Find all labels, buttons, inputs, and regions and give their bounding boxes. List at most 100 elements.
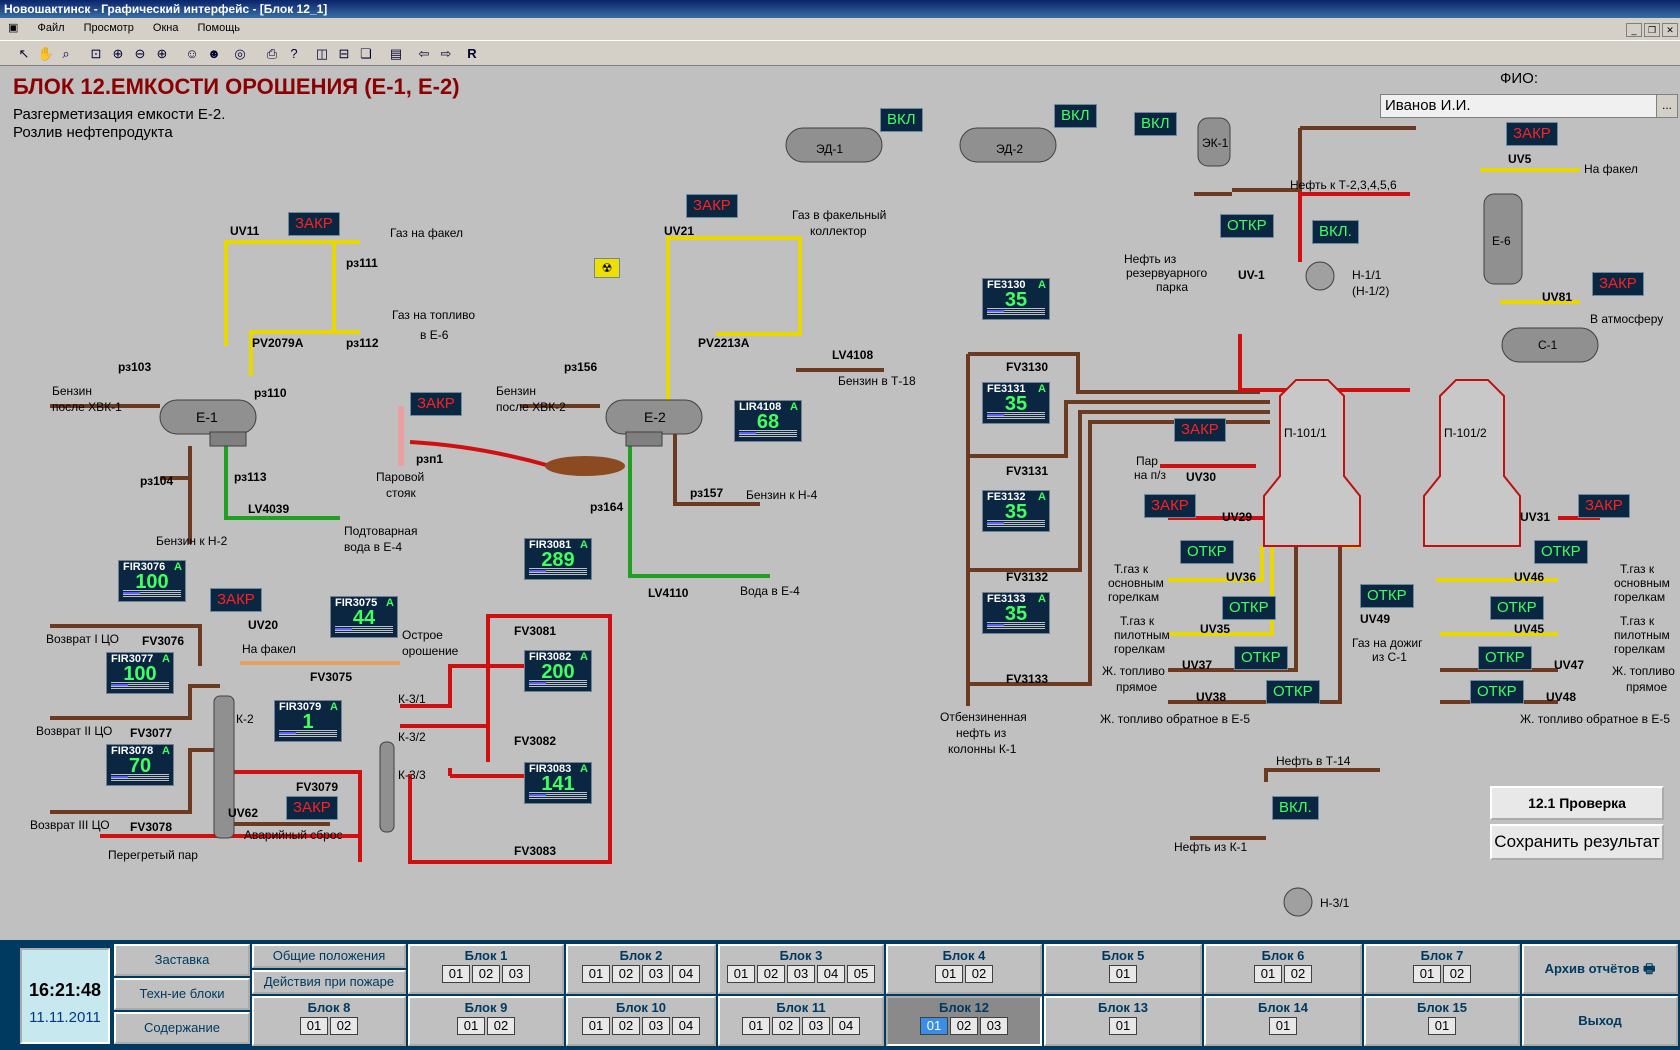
nav-screensaver[interactable]: Заставка xyxy=(114,944,250,976)
zoom-fit-icon[interactable]: ⊕ xyxy=(112,46,124,61)
status-ed1[interactable]: ВКЛ xyxy=(880,108,923,132)
print-icon[interactable]: ⎙ xyxy=(266,46,278,61)
status-uv81[interactable]: ЗАКР xyxy=(1592,272,1644,296)
tag-fv3076[interactable]: FV3076 xyxy=(142,634,185,648)
menu-help[interactable]: Помощь xyxy=(197,22,241,34)
status-uv46[interactable]: ОТКР xyxy=(1534,540,1588,564)
tag-pv2213a[interactable]: PV2213A xyxy=(698,336,750,350)
tag-fv3131[interactable]: FV3131 xyxy=(1006,464,1049,478)
tag-pz113[interactable]: рз113 xyxy=(234,470,267,484)
nav-general[interactable]: Общие положения xyxy=(252,944,406,968)
status-uv35[interactable]: ОТКР xyxy=(1222,596,1276,620)
tag-lv4108[interactable]: LV4108 xyxy=(832,348,874,362)
tag-pz103[interactable]: рз103 xyxy=(118,360,152,374)
tag-fv3130[interactable]: FV3130 xyxy=(1006,360,1049,374)
status-uv49[interactable]: ОТКР xyxy=(1360,584,1414,608)
status-uv21[interactable]: ЗАКР xyxy=(686,194,738,218)
status-uv30[interactable]: ЗАКР xyxy=(1174,418,1226,442)
status-uv36[interactable]: ОТКР xyxy=(1180,540,1234,564)
nav-fire-actions[interactable]: Действия при пожаре xyxy=(252,970,406,994)
tag-uv48[interactable]: UV48 xyxy=(1546,690,1577,704)
zoom-in-icon[interactable]: ⊕ xyxy=(156,46,168,61)
back-icon[interactable]: ⇦ xyxy=(418,46,430,61)
status-uv47[interactable]: ОТКР xyxy=(1478,646,1532,670)
alarm-icon[interactable]: ☢ xyxy=(594,258,620,278)
tag-fv3133[interactable]: FV3133 xyxy=(1006,672,1049,686)
status-uv29[interactable]: ЗАКР xyxy=(1144,494,1196,518)
tag-uv49[interactable]: UV49 xyxy=(1360,612,1391,626)
tag-uv38[interactable]: UV38 xyxy=(1196,690,1227,704)
tag-uv81[interactable]: UV81 xyxy=(1542,290,1573,304)
tag-uv1[interactable]: UV-1 xyxy=(1238,268,1265,282)
status-uv5[interactable]: ЗАКР xyxy=(1506,122,1558,146)
tag-fv3132[interactable]: FV3132 xyxy=(1006,570,1049,584)
tag-fv3079[interactable]: FV3079 xyxy=(296,780,339,794)
tag-uv46[interactable]: UV46 xyxy=(1514,570,1545,584)
status-uv48[interactable]: ОТКР xyxy=(1470,680,1524,704)
tag-fv3075[interactable]: FV3075 xyxy=(310,670,353,684)
user-remove-icon[interactable]: ☻ xyxy=(207,46,221,61)
tag-uv11[interactable]: UV11 xyxy=(230,224,260,238)
status-n31[interactable]: ВКЛ. xyxy=(1272,796,1319,820)
zoom-out-icon[interactable]: ⊖ xyxy=(134,46,146,61)
tag-uv47[interactable]: UV47 xyxy=(1554,658,1585,672)
nav-tech-blocks[interactable]: Техн-ие блоки xyxy=(114,978,250,1010)
tag-uv31[interactable]: UV31 xyxy=(1520,510,1551,524)
app-menu-icon[interactable]: ▣ xyxy=(8,22,19,34)
status-uv45[interactable]: ОТКР xyxy=(1490,596,1544,620)
status-n11[interactable]: ВКЛ. xyxy=(1312,220,1359,244)
tag-pz111[interactable]: рз111 xyxy=(346,256,378,270)
status-uv37[interactable]: ОТКР xyxy=(1234,646,1288,670)
tag-uv20[interactable]: UV20 xyxy=(248,618,279,632)
tag-uv21[interactable]: UV21 xyxy=(664,224,695,238)
tag-lv4039[interactable]: LV4039 xyxy=(248,502,290,516)
tag-uv37[interactable]: UV37 xyxy=(1182,658,1213,672)
hand-icon[interactable]: ✋ xyxy=(37,46,55,61)
help-icon[interactable]: ? xyxy=(290,46,298,61)
tag-pz157[interactable]: рз157 xyxy=(690,486,724,500)
minimize-icon[interactable]: _ xyxy=(1626,23,1642,37)
menu-windows[interactable]: Окна xyxy=(152,22,179,34)
tag-pv2079a[interactable]: PV2079A xyxy=(252,336,304,350)
status-uv20[interactable]: ЗАКР xyxy=(210,588,262,612)
tag-fv3082[interactable]: FV3082 xyxy=(514,734,557,748)
archive-button[interactable]: Архив отчётов 🖶 xyxy=(1522,944,1678,994)
pointer-icon[interactable]: ↖ xyxy=(18,46,30,61)
tag-fv3083[interactable]: FV3083 xyxy=(514,844,557,858)
status-uv38[interactable]: ОТКР xyxy=(1266,680,1320,704)
tag-uv30[interactable]: UV30 xyxy=(1186,470,1217,484)
layout-horizontal-icon[interactable]: ⊟ xyxy=(338,46,350,61)
menu-file[interactable]: Файл xyxy=(37,22,65,34)
tag-fv3081[interactable]: FV3081 xyxy=(514,624,557,638)
zoom-actual-icon[interactable]: ⊡ xyxy=(90,46,102,61)
tag-pzp1[interactable]: рзп1 xyxy=(416,452,444,466)
tag-uv36[interactable]: UV36 xyxy=(1226,570,1257,584)
r-button[interactable]: R xyxy=(467,46,477,61)
status-uv11[interactable]: ЗАКР xyxy=(288,212,340,236)
status-uv31[interactable]: ЗАКР xyxy=(1578,494,1630,518)
check-button[interactable]: 12.1 Проверка xyxy=(1490,786,1664,820)
tag-uv5[interactable]: UV5 xyxy=(1508,152,1532,166)
tag-pz112[interactable]: рз112 xyxy=(346,336,379,350)
layout-vertical-icon[interactable]: ◫ xyxy=(315,46,329,61)
magnifier-icon[interactable]: ⌕ xyxy=(62,46,70,61)
binoculars-icon[interactable]: ◎ xyxy=(234,46,246,61)
